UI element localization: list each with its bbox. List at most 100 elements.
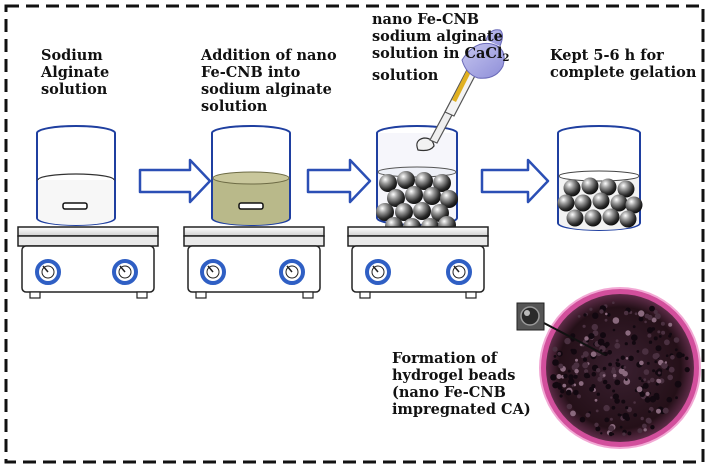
- hydrogel-bead-icon: [614, 342, 621, 349]
- hydrogel-bead-icon: [624, 342, 628, 346]
- hydrogel-bead-icon: [622, 412, 630, 420]
- hydrogel-bead-icon: [653, 336, 658, 341]
- hydrogel-bead-icon: [639, 391, 646, 397]
- hydrogel-bead-icon: [602, 208, 620, 226]
- hydrogel-bead-icon: [574, 194, 592, 212]
- hydrogel-bead-icon: [614, 379, 621, 386]
- hydrogel-bead-icon: [632, 325, 636, 329]
- dashed-border: [4, 4, 705, 464]
- hydrogel-bead-icon: [575, 358, 578, 362]
- hydrogel-bead-icon: [615, 362, 621, 368]
- hydrogel-bead-icon: [554, 381, 560, 387]
- hydrogel-bead-icon: [563, 179, 581, 197]
- hydrogel-bead-icon: [609, 417, 613, 421]
- subscript-2: 2: [502, 53, 510, 64]
- hydrogel-bead-icon: [675, 396, 678, 400]
- hydrogel-bead-icon: [612, 393, 620, 400]
- hydrogel-bead-icon: [596, 368, 601, 373]
- magnetic-stir-bar-icon: [238, 202, 264, 210]
- hydrogel-bead-icon: [657, 371, 661, 375]
- hydrogel-bead-icon: [379, 174, 397, 192]
- hydrogel-bead-icon: [653, 309, 658, 315]
- hydrogel-bead-icon: [589, 386, 595, 392]
- hydrogel-bead-icon: [595, 409, 599, 413]
- hydrogel-bead-icon: [573, 362, 580, 369]
- hydrogel-bead-icon: [631, 334, 638, 342]
- hydrogel-bead-icon: [648, 340, 653, 344]
- hydrogel-bead-icon: [397, 171, 415, 189]
- hydrogel-bead-icon: [617, 180, 635, 198]
- hydrogel-bead-icon: [619, 425, 623, 429]
- hydrogel-bead-icon: [604, 417, 610, 423]
- hydrogel-bead-icon: [637, 428, 643, 434]
- hydrogel-bead-icon: [660, 321, 665, 326]
- result-label: Formation of hydrogel beads (nano Fe-CNB…: [392, 350, 531, 418]
- hydrogel-bead-icon: [641, 379, 644, 383]
- hydrogel-bead-icon: [552, 346, 558, 352]
- step-1-line-3: solution: [41, 81, 108, 98]
- hydrogel-bead-icon: [557, 194, 575, 212]
- hydrogel-bead-icon: [655, 345, 662, 352]
- hydrogel-bead-icon: [642, 423, 647, 429]
- result-line-1: Formation of: [392, 350, 497, 367]
- hydrogel-bead-icon: [627, 431, 632, 436]
- hydrogel-bead-icon: [612, 317, 620, 324]
- hydrogel-bead-icon: [650, 425, 655, 430]
- block-arrow-icon: [480, 158, 550, 204]
- hydrogel-bead-icon: [565, 389, 572, 396]
- hydrogel-bead-icon: [602, 379, 608, 385]
- hydrogel-bead-icon: [625, 378, 628, 381]
- hydrogel-bead-icon: [636, 350, 640, 353]
- hydrogel-bead-icon: [610, 396, 613, 399]
- hydrogel-bead-icon: [433, 174, 451, 192]
- hydrogel-bead-icon: [653, 392, 660, 399]
- hydrogel-bead-icon: [603, 404, 610, 412]
- hydrogel-bead-icon: [625, 330, 631, 336]
- hydrogel-bead-icon: [553, 355, 557, 358]
- hydrogel-bead-icon: [668, 366, 675, 373]
- hydrogel-bead-icon: [413, 202, 431, 220]
- hydrogel-bead-icon: [644, 320, 647, 324]
- hydrogel-bead-icon: [654, 313, 661, 320]
- beaker-icon: [211, 125, 291, 226]
- step-4-line-1: Kept 5-6 h for: [550, 47, 664, 64]
- hydrogel-bead-icon: [646, 361, 650, 365]
- hydrogel-bead-icon: [658, 335, 662, 338]
- block-arrow-icon: [138, 158, 212, 204]
- pointer-line: [541, 321, 606, 356]
- hydrogel-bead-icon: [602, 374, 606, 377]
- hydrogel-bead-icon: [595, 426, 601, 432]
- hydrogel-bead-icon: [662, 407, 669, 414]
- station-3: [347, 29, 505, 299]
- hydrogel-bead-icon: [623, 310, 629, 316]
- hydrogel-bead-icon: [564, 337, 571, 345]
- step-2-line-2: Fe-CNB into: [201, 64, 301, 81]
- hydrogel-bead-icon: [657, 330, 661, 334]
- hydrogel-bead-icon: [674, 348, 678, 352]
- hydrogel-bead-icon: [581, 355, 585, 359]
- hydrogel-bead-icon: [620, 355, 625, 360]
- hydrogel-bead-icon: [649, 305, 655, 312]
- hydrogel-bead-icon: [556, 374, 562, 379]
- hydrogel-bead-icon: [589, 307, 593, 311]
- hydrogel-bead-icon: [656, 408, 661, 414]
- step-3-line-2: sodium alginate: [372, 28, 503, 45]
- hydrogel-bead-icon: [566, 209, 584, 227]
- hydrogel-bead-icon: [670, 355, 675, 360]
- hydrogel-bead-icon: [634, 312, 638, 316]
- pipette-icon: [416, 29, 505, 152]
- step-3-line-4: solution: [372, 67, 439, 84]
- hydrogel-bead-icon: [605, 383, 611, 390]
- bead-closeup-icon: [516, 302, 545, 331]
- hydrogel-bead-icon: [387, 189, 405, 207]
- hydrogel-bead-icon: [583, 313, 587, 317]
- hydrogel-bead-icon: [570, 410, 576, 417]
- hydrogel-bead-icon: [676, 351, 683, 359]
- hydrogel-bead-icon: [562, 383, 567, 388]
- hydrogel-bead-icon: [440, 190, 458, 208]
- hydrogel-bead-icon: [612, 328, 616, 332]
- hydrogel-bead-icon: [684, 356, 689, 361]
- hydrogel-bead-icon: [612, 373, 617, 378]
- hydrogel-bead-icon: [590, 351, 597, 358]
- hydrogel-bead-icon: [568, 378, 575, 385]
